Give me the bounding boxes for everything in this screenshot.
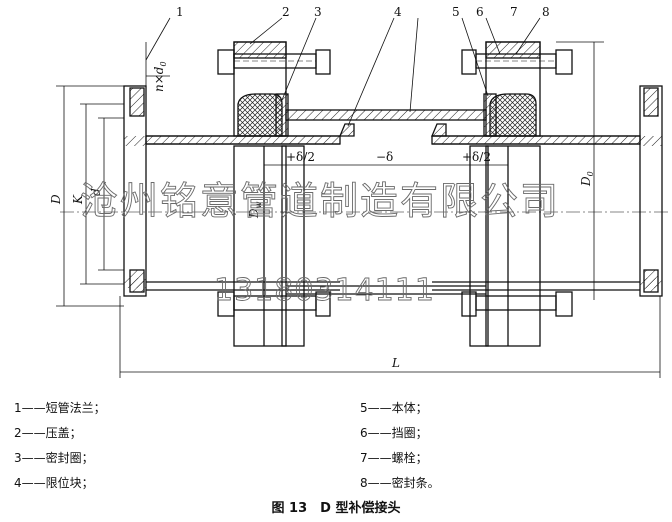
dim-d: d [89, 188, 103, 196]
callout-8: 8 [542, 5, 550, 19]
callout-labels: 1 2 3 4 5 6 7 8 [176, 5, 550, 19]
callout-7: 7 [510, 5, 518, 19]
dim-plus-half-right: +δ/2 [462, 150, 491, 164]
watermark-company: 沧州铭意管道制造有限公司 [80, 179, 560, 223]
dim-Dw: Dw [247, 201, 263, 219]
callout-6: 6 [476, 5, 484, 19]
callout-1: 1 [176, 5, 184, 19]
watermark: 沧州铭意管道制造有限公司 13180314111 [80, 179, 560, 309]
legend-item-6: 6——挡圈； [360, 426, 428, 440]
figure-caption: 图 13 D 型补偿接头 [272, 500, 401, 516]
dim-K: K [71, 194, 85, 205]
legend-item-7: 7——螺栓； [360, 450, 428, 465]
limit-block-left [339, 123, 355, 137]
dimension-labels: n×d0 D K d Dw D0 +δ/2 −δ +δ/2 L [49, 61, 595, 370]
dimension-lines [56, 41, 661, 378]
legend-item-2: 2——压盖； [14, 426, 82, 440]
legend: 1——短管法兰； 2——压盖； 3——密封圈； 4——限位块； 5——本体； 6… [14, 400, 440, 490]
limit-block-right [431, 123, 447, 137]
callout-3: 3 [314, 5, 322, 19]
dim-D0: D0 [579, 171, 595, 187]
legend-item-8: 8——密封条。 [360, 475, 440, 490]
leader-lines [145, 17, 541, 127]
callout-5: 5 [452, 5, 460, 19]
legend-item-4: 4——限位块； [14, 475, 94, 490]
right-stub-flange [639, 85, 663, 297]
bottom-bolts [217, 291, 573, 317]
legend-item-3: 3——密封圈； [14, 450, 94, 465]
watermark-phone: 13180314111 [214, 273, 435, 308]
legend-item-1: 1——短管法兰； [14, 400, 106, 415]
dim-n-x-d0: n×d0 [152, 61, 168, 92]
dim-D: D [49, 194, 63, 205]
legend-item-5: 5——本体； [360, 401, 428, 415]
drawing-body [56, 17, 668, 378]
dim-plus-half-left: +δ/2 [286, 150, 315, 164]
dim-minus-delta: −δ [376, 150, 393, 164]
dim-L: L [391, 356, 400, 370]
callout-2: 2 [282, 5, 290, 19]
top-bolts [217, 49, 573, 75]
callout-4: 4 [394, 5, 402, 19]
left-stub-flange [123, 85, 147, 297]
